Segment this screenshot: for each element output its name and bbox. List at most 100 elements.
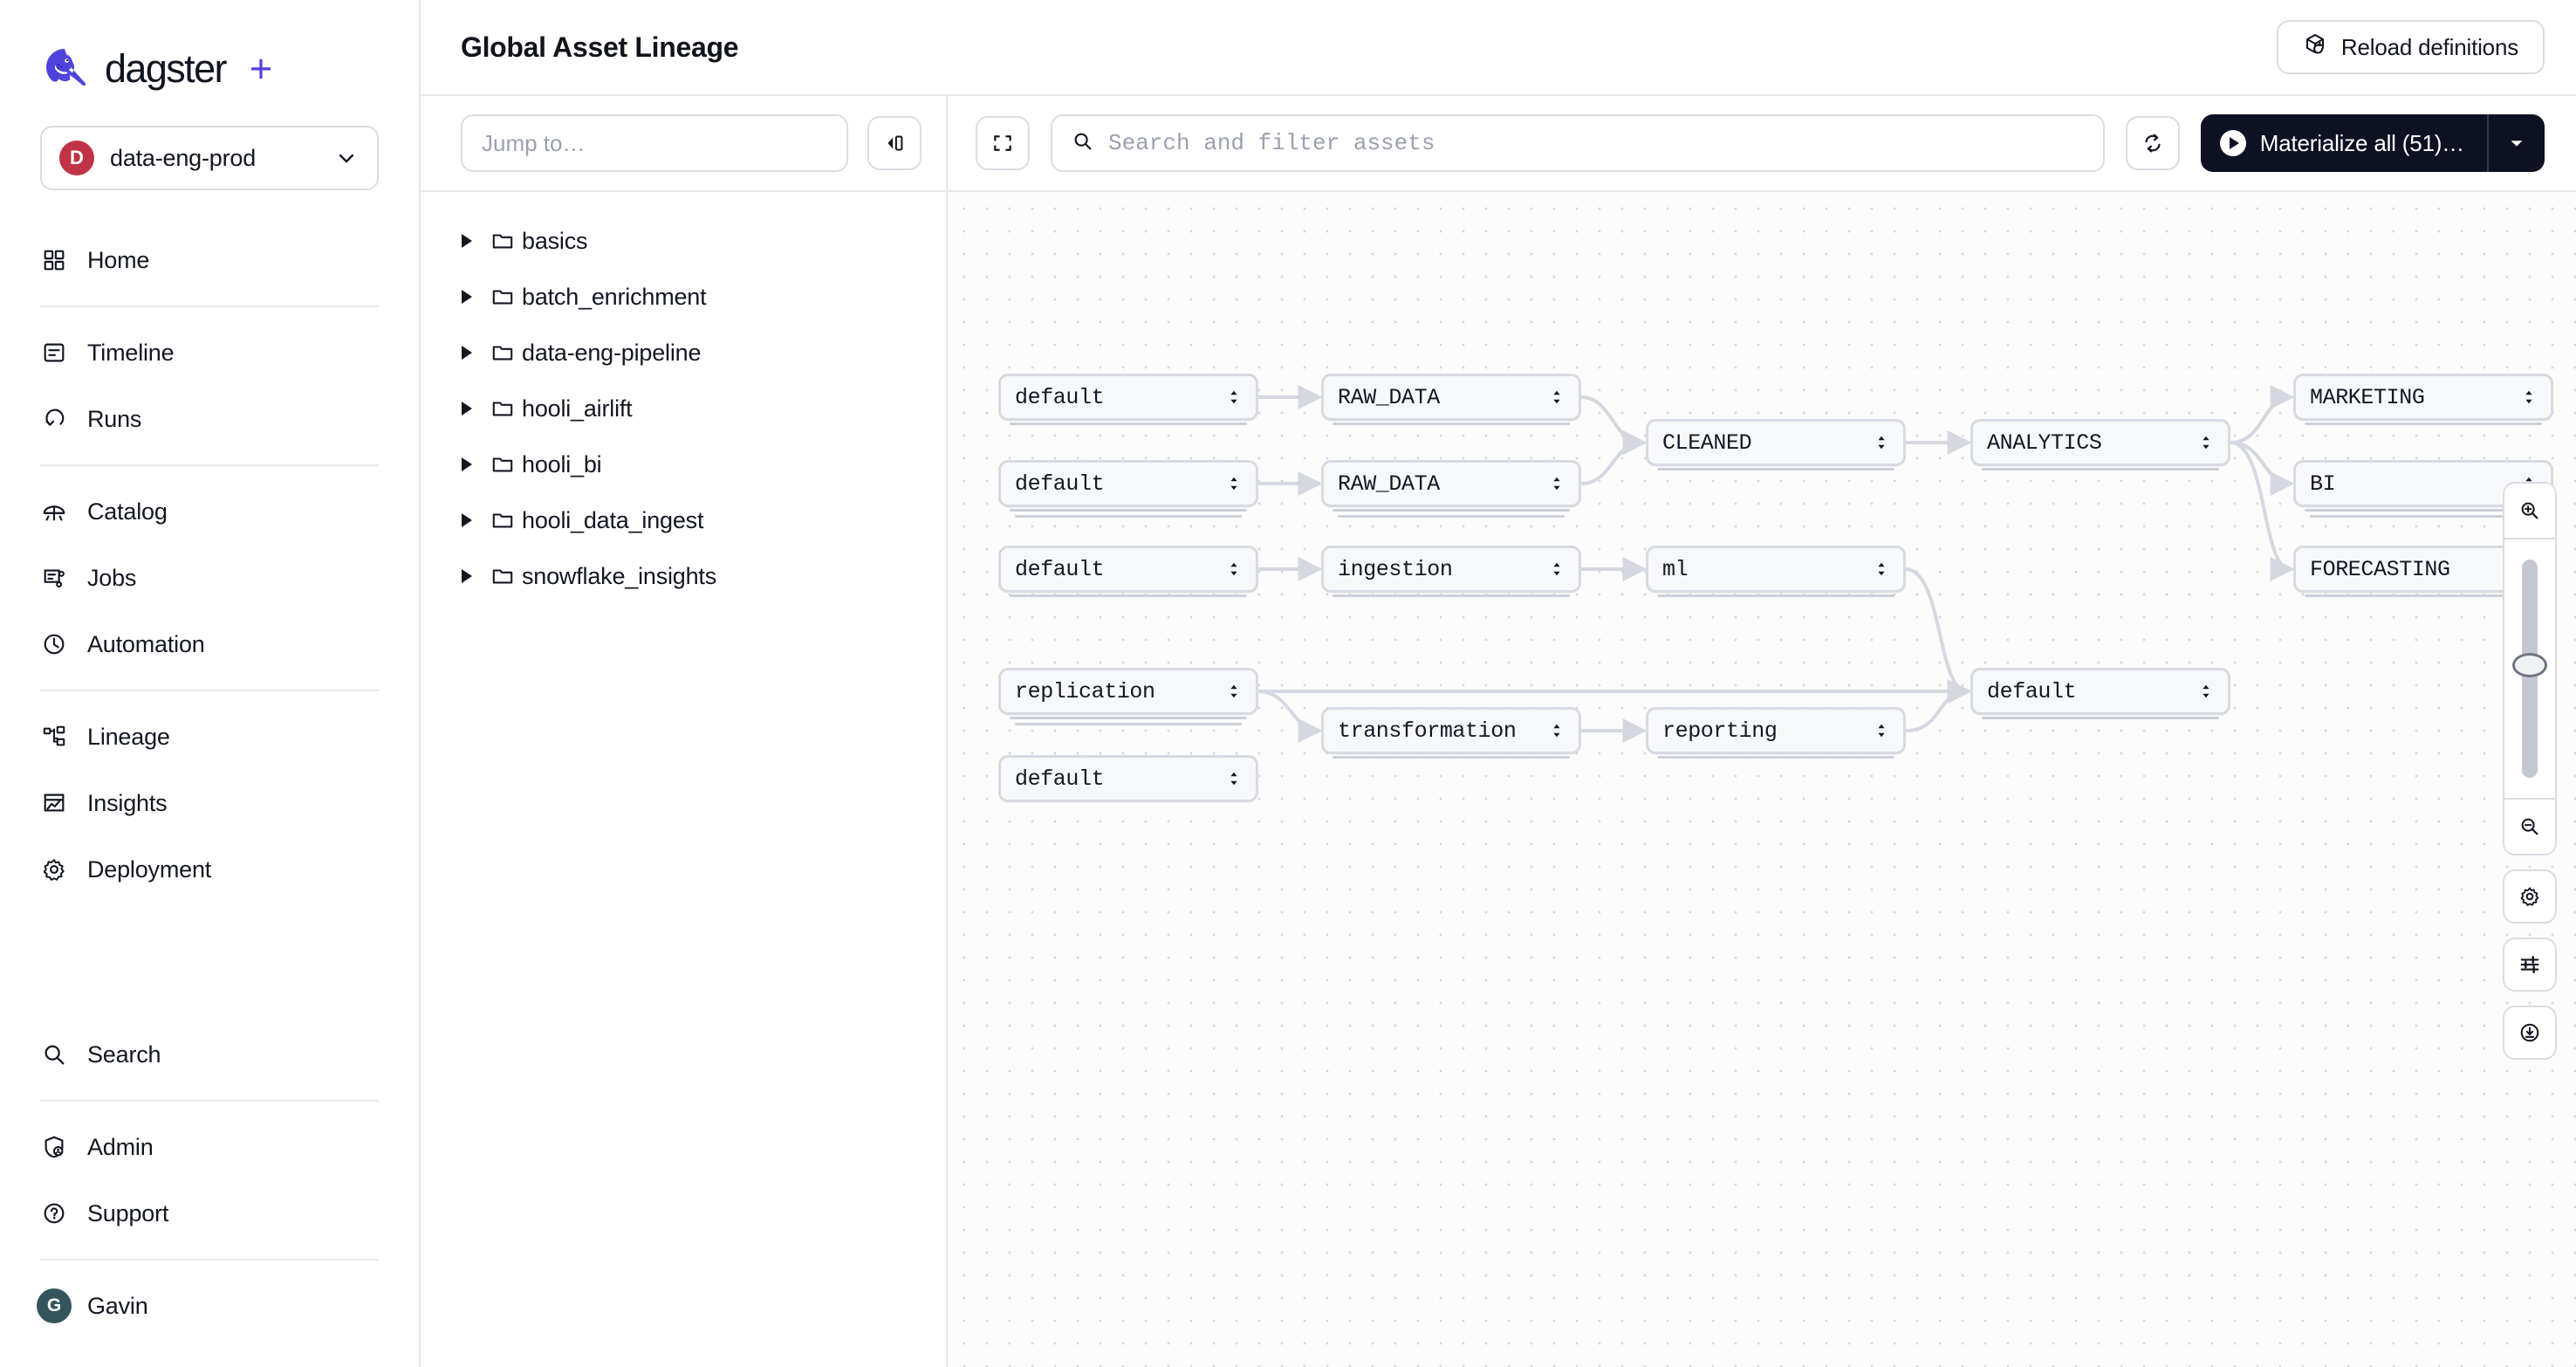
tree-item[interactable]: basics [421, 213, 946, 269]
zoom-in-button[interactable] [2504, 484, 2555, 538]
graph-node[interactable]: RAW_DATA [1321, 460, 1581, 518]
graph-node-label: RAW_DATA [1338, 384, 1440, 410]
tree-item[interactable]: hooli_bi [421, 436, 946, 492]
expand-collapse-icon[interactable] [1224, 560, 1243, 579]
graph-node[interactable]: transformation [1321, 707, 1581, 759]
graph-node[interactable]: default [998, 755, 1258, 802]
sidebar-item-runs[interactable]: Runs [0, 386, 419, 452]
chevron-right-icon[interactable] [450, 234, 483, 248]
graph-node[interactable]: MARKETING [2293, 374, 2553, 425]
graph-node[interactable]: ANALYTICS [1970, 419, 2230, 471]
chevron-right-icon[interactable] [450, 513, 483, 527]
tree-item[interactable]: hooli_data_ingest [421, 492, 946, 548]
timeline-icon [40, 339, 68, 367]
brand[interactable]: dagster + [0, 0, 419, 98]
tree-item[interactable]: batch_enrichment [421, 269, 946, 325]
graph-node-label: MARKETING [2310, 384, 2425, 410]
sidebar-item-admin[interactable]: Admin [0, 1114, 419, 1180]
gear-icon [40, 855, 68, 883]
sidebar-item-timeline[interactable]: Timeline [0, 319, 419, 386]
expand-collapse-icon[interactable] [1547, 721, 1566, 740]
sidebar-item-support[interactable]: Support [0, 1180, 419, 1247]
graph-node[interactable]: default [998, 460, 1258, 518]
sidebar-item-label: Catalog [87, 498, 168, 525]
graph-node-label: BI [2310, 471, 2336, 497]
tree-item-label: hooli_bi [522, 450, 602, 477]
sidebar-item-label: Timeline [87, 339, 175, 366]
chevron-right-icon[interactable] [450, 457, 483, 471]
nav-divider [40, 464, 379, 466]
sidebar-item-home[interactable]: Home [0, 227, 419, 293]
collapse-panel-button[interactable] [867, 116, 921, 170]
graph-settings-button[interactable] [2503, 869, 2557, 924]
expand-collapse-icon[interactable] [1547, 474, 1566, 493]
sidebar-item-insights[interactable]: Insights [0, 770, 419, 836]
tree-item-label: data-eng-pipeline [522, 339, 702, 366]
sidebar-item-catalog[interactable]: Catalog [0, 478, 419, 545]
insights-icon [40, 789, 68, 817]
sidebar: dagster + D data-eng-prod [0, 0, 421, 1367]
sidebar-item-jobs[interactable]: Jobs [0, 545, 419, 611]
graph-node[interactable]: RAW_DATA [1321, 374, 1581, 425]
graph-node[interactable]: default [1970, 668, 2230, 719]
expand-collapse-icon[interactable] [1224, 388, 1243, 407]
runs-icon [40, 405, 68, 433]
fit-to-view-button[interactable] [976, 116, 1030, 170]
sidebar-item-automation[interactable]: Automation [0, 611, 419, 677]
lineage-graph-canvas[interactable]: default default default replication defa… [948, 192, 2576, 1367]
expand-collapse-icon[interactable] [1872, 721, 1891, 740]
expand-collapse-icon[interactable] [1224, 474, 1243, 493]
expand-collapse-icon[interactable] [1547, 560, 1566, 579]
play-icon [2219, 130, 2246, 156]
expand-collapse-icon[interactable] [2196, 433, 2216, 452]
search-input[interactable] [1108, 130, 2084, 156]
expand-collapse-icon[interactable] [1872, 433, 1891, 452]
folder-icon [483, 230, 522, 252]
chevron-right-icon[interactable] [450, 569, 483, 583]
materialize-options-button[interactable] [2487, 114, 2545, 172]
chevron-right-icon[interactable] [450, 290, 483, 304]
materialize-all-button[interactable]: Materialize all (51)… [2200, 114, 2487, 172]
expand-collapse-icon[interactable] [1224, 769, 1243, 788]
graph-node[interactable]: default [998, 374, 1258, 425]
zoom-slider-thumb[interactable] [2512, 653, 2547, 677]
tree-item[interactable]: data-eng-pipeline [421, 325, 946, 381]
nav-group-insights: Lineage Insights [0, 691, 419, 915]
refresh-button[interactable] [2125, 116, 2180, 170]
search-icon [40, 1041, 68, 1068]
nav-group-search: Search [0, 1009, 419, 1100]
graph-node-label: reporting [1662, 718, 1778, 744]
expand-collapse-icon[interactable] [1872, 560, 1891, 579]
graph-node[interactable]: ml [1646, 546, 1906, 597]
chevron-right-icon[interactable] [450, 402, 483, 416]
zoom-out-button[interactable] [2504, 800, 2555, 854]
graph-node[interactable]: CLEANED [1646, 419, 1906, 471]
download-graph-button[interactable] [2503, 1006, 2557, 1060]
graph-node-label: ingestion [1338, 556, 1453, 582]
reload-definitions-button[interactable]: Reload definitions [2276, 20, 2545, 74]
display-options-button[interactable] [2503, 938, 2557, 992]
expand-collapse-icon[interactable] [2519, 388, 2538, 407]
expand-collapse-icon[interactable] [2196, 682, 2216, 701]
deployment-switcher[interactable]: D data-eng-prod [40, 126, 379, 190]
graph-node[interactable]: ingestion [1321, 546, 1581, 597]
graph-node[interactable]: default [998, 546, 1258, 597]
graph-node[interactable]: reporting [1646, 707, 1906, 759]
chevron-right-icon[interactable] [450, 346, 483, 360]
sidebar-item-lineage[interactable]: Lineage [0, 704, 419, 770]
zoom-slider[interactable] [2504, 539, 2555, 798]
nav-divider [40, 1100, 379, 1102]
expand-collapse-icon[interactable] [1224, 682, 1243, 701]
jump-to-input[interactable] [461, 114, 848, 172]
sidebar-item-user[interactable]: G Gavin [0, 1273, 419, 1339]
expand-collapse-icon[interactable] [1547, 388, 1566, 407]
folder-icon [483, 509, 522, 532]
sidebar-item-deployment[interactable]: Deployment [0, 836, 419, 903]
tree-item[interactable]: snowflake_insights [421, 548, 946, 604]
tree-item[interactable]: hooli_airlift [421, 381, 946, 436]
graph-node[interactable]: replication [998, 668, 1258, 725]
sidebar-item-search[interactable]: Search [0, 1021, 419, 1088]
sidebar-item-label: Deployment [87, 855, 212, 883]
asset-search-field[interactable] [1051, 114, 2105, 172]
